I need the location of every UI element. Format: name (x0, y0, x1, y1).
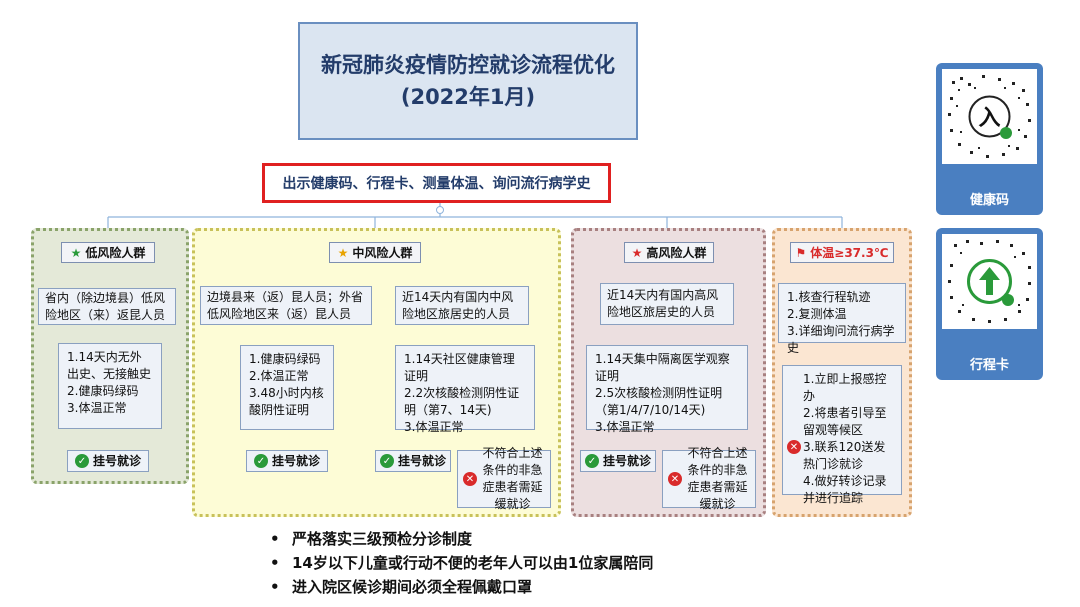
trip-card[interactable]: 行程卡 (936, 228, 1043, 380)
low-risk-label: 低风险人群 (85, 246, 146, 260)
title-line1: 新冠肺炎疫情防控就诊流程优化 (321, 53, 615, 77)
fever-action-2: 2.将患者引导至留观等候区 (803, 406, 887, 437)
entry-step: 出示健康码、行程卡、测量体温、询问流行病学史 (262, 163, 611, 203)
health-code-card[interactable]: 入 健康码 (936, 63, 1043, 215)
high-check-2: 2.5次核酸检测阴性证明（第1/4/7/10/14天) (595, 386, 723, 417)
high-register-label: 挂号就诊 (602, 453, 651, 468)
trip-card-label: 行程卡 (969, 358, 1009, 373)
flag-icon: ⚑ (795, 245, 807, 260)
health-qr-code[interactable]: 入 (942, 69, 1037, 164)
low-risk-checks: 1.14天内无外出史、无接触史 2.健康码绿码 3.体温正常 (58, 343, 162, 429)
title-box: 新冠肺炎疫情防控就诊流程优化 (2022年1月) (298, 22, 638, 140)
mid-left-register: ✓ 挂号就诊 (246, 450, 328, 472)
mid-left-check-3: 3.48小时内核酸阴性证明 (249, 386, 324, 417)
mid-left-register-label: 挂号就诊 (271, 453, 320, 468)
qr-pattern-icon (948, 240, 1031, 323)
low-risk-desc: 省内（除边境县）低风险地区（来）返昆人员 (38, 288, 176, 325)
mid-right-check-2: 2.2次核酸检测阴性证明（第7、14天) (404, 386, 520, 417)
low-register: ✓ 挂号就诊 (67, 450, 149, 472)
star-icon: ★ (337, 245, 349, 260)
high-check-3: 3.体温正常 (595, 420, 655, 434)
notes-list: 严格落实三级预检分诊制度 14岁以下儿童或行动不便的老年人可以由1位家属陪同 进… (270, 527, 910, 599)
low-check-2: 2.健康码绿码 (67, 384, 139, 398)
low-check-1: 1.14天内无外出史、无接触史 (67, 350, 152, 381)
mid-left-checks: 1.健康码绿码 2.体温正常 3.48小时内核酸阴性证明 (240, 345, 334, 430)
high-risk-checks: 1.14天集中隔离医学观察证明 2.5次核酸检测阴性证明（第1/4/7/10/1… (586, 345, 748, 434)
star-icon: ★ (631, 245, 643, 260)
mid-right-check-1: 1.14天社区健康管理证明 (404, 352, 515, 383)
high-defer-notice: ✕ 不符合上述条件的非急症患者需延缓就诊 (662, 446, 756, 511)
health-code-label: 健康码 (969, 193, 1009, 208)
high-risk-desc: 近14天内有国内高风险地区旅居史的人员 (600, 283, 734, 325)
low-register-label: 挂号就诊 (92, 453, 141, 468)
mid-left-check-2: 2.体温正常 (249, 369, 309, 383)
close-icon: ✕ (787, 440, 801, 454)
trip-qr-code[interactable] (942, 234, 1037, 329)
note-item: 进入院区候诊期间必须全程佩戴口罩 (270, 575, 910, 599)
fever-action-3-row: ✕ 3.联系120送发热门诊就诊 (787, 439, 895, 473)
fever-step-2: 2.复测体温 (787, 307, 847, 321)
health-glyph: 入 (978, 106, 1001, 131)
high-risk-header: ★ 高风险人群 (624, 242, 714, 263)
check-icon: ✓ (584, 454, 599, 468)
fever-steps: 1.核查行程轨迹 2.复测体温 3.详细询问流行病学史 (778, 283, 906, 355)
fever-action-1: 1.立即上报感控办 (803, 372, 887, 403)
mid-right-desc: 近14天内有国内中风险地区旅居史的人员 (395, 286, 529, 325)
high-defer-text: 不符合上述条件的非急症患者需延缓就诊 (687, 446, 748, 511)
star-icon: ★ (70, 245, 82, 260)
high-check-1: 1.14天集中隔离医学观察证明 (595, 352, 730, 383)
close-icon: ✕ (668, 472, 682, 486)
note-item: 14岁以下儿童或行动不便的老年人可以由1位家属陪同 (270, 551, 910, 575)
fever-label: 体温≥37.3℃ (810, 246, 889, 260)
mid-right-check-3: 3.体温正常 (404, 420, 464, 434)
mid-left-desc: 边境县来（返）昆人员；外省低风险地区来（返）昆人员 (200, 286, 372, 325)
mid-right-register: ✓ 挂号就诊 (375, 450, 451, 472)
title-line2: (2022年1月) (400, 85, 536, 109)
check-icon: ✓ (379, 454, 394, 468)
low-risk-header: ★ 低风险人群 (61, 242, 155, 263)
close-icon: ✕ (463, 472, 477, 486)
mid-risk-header: ★ 中风险人群 (329, 242, 421, 263)
check-icon: ✓ (253, 454, 268, 468)
mid-defer-notice: ✕ 不符合上述条件的非急症患者需延缓就诊 (457, 446, 551, 511)
fever-action-4: 4.做好转诊记录并进行追踪 (803, 474, 887, 505)
mid-defer-text: 不符合上述条件的非急症患者需延缓就诊 (482, 446, 543, 511)
fever-action-3: 3.联系120送发热门诊就诊 (803, 440, 886, 471)
mid-left-check-1: 1.健康码绿码 (249, 352, 321, 366)
qr-pattern-icon (948, 75, 1031, 158)
low-check-3: 3.体温正常 (67, 401, 127, 415)
mid-right-register-label: 挂号就诊 (397, 453, 446, 468)
note-item: 严格落实三级预检分诊制度 (270, 527, 910, 551)
mid-risk-label: 中风险人群 (352, 246, 413, 260)
fever-header: ⚑ 体温≥37.3℃ (790, 242, 894, 263)
high-risk-label: 高风险人群 (646, 246, 707, 260)
check-icon: ✓ (74, 454, 89, 468)
mid-right-checks: 1.14天社区健康管理证明 2.2次核酸检测阴性证明（第7、14天) 3.体温正… (395, 345, 535, 434)
fever-step-1: 1.核查行程轨迹 (787, 290, 871, 304)
fever-step-3: 3.详细询问流行病学史 (787, 324, 895, 355)
high-register: ✓ 挂号就诊 (580, 450, 656, 472)
fever-actions: 1.立即上报感控办 2.将患者引导至留观等候区 ✕ 3.联系120送发热门诊就诊… (782, 365, 902, 505)
